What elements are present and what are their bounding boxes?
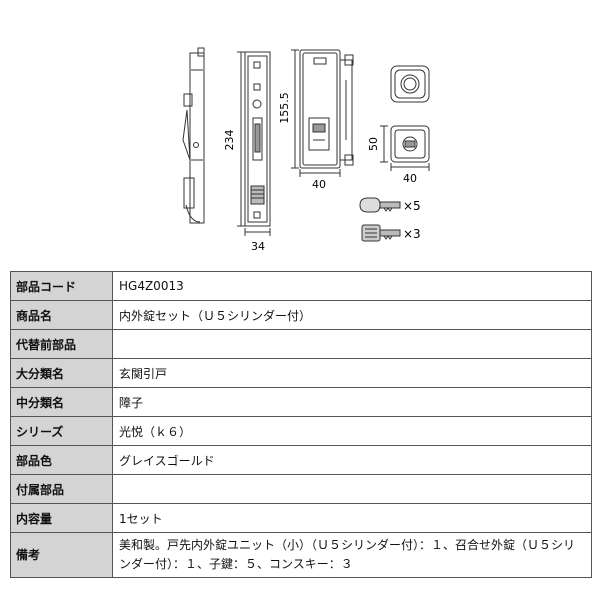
row-value-color: グレイスゴールド (112, 445, 592, 475)
table-row: 商品名 内外錠セット（Ｕ５シリンダー付） (10, 300, 592, 330)
row-label-replaced-part: 代替前部品 (10, 329, 113, 359)
child-key-icon (359, 197, 401, 213)
row-value-major-category: 玄関引戸 (112, 358, 592, 388)
table-row: 部品コード HG4Z0013 (10, 271, 592, 301)
row-label-accessories: 付属部品 (10, 474, 113, 504)
table-row: 大分類名 玄関引戸 (10, 358, 592, 388)
lock-front-plate (237, 51, 271, 236)
table-row: 内容量 1セット (10, 503, 592, 533)
row-value-product-name: 内外錠セット（Ｕ５シリンダー付） (112, 300, 592, 330)
row-label-color: 部品色 (10, 445, 113, 475)
row-value-replaced-part (112, 329, 592, 359)
row-value-remarks: 美和製。戸先内外錠ユニット（小）（Ｕ５シリンダー付）：１、召合せ外錠（Ｕ５シリン… (112, 532, 592, 578)
dim-40b-label: 40 (403, 172, 417, 185)
row-value-middle-category: 障子 (112, 387, 592, 417)
row-value-series: 光悦（ｋ６） (112, 416, 592, 446)
dim-155-label: 155.5 (278, 92, 291, 124)
row-value-accessories (112, 474, 592, 504)
dim-34-label: 34 (251, 240, 265, 253)
table-row: 部品色 グレイスゴールド (10, 445, 592, 475)
dim-234-label: 234 (223, 130, 236, 151)
cylinder-top (390, 65, 430, 103)
lock-side-profile (182, 47, 205, 224)
child-key-qty: ×5 (403, 199, 421, 213)
row-label-middle-category: 中分類名 (10, 387, 113, 417)
construction-key-icon (361, 224, 401, 242)
dim-40a-label: 40 (312, 178, 326, 191)
row-label-series: シリーズ (10, 416, 113, 446)
row-value-part-code: HG4Z0013 (112, 271, 592, 301)
dim-50-label: 50 (367, 137, 380, 151)
table-row: シリーズ 光悦（ｋ６） (10, 416, 592, 446)
row-label-product-name: 商品名 (10, 300, 113, 330)
outer-lock-body (291, 49, 354, 177)
row-label-part-code: 部品コード (10, 271, 113, 301)
table-row: 付属部品 (10, 474, 592, 504)
table-row: 備考 美和製。戸先内外錠ユニット（小）（Ｕ５シリンダー付）：１、召合せ外錠（Ｕ５… (10, 532, 592, 578)
row-label-major-category: 大分類名 (10, 358, 113, 388)
spec-table: 部品コード HG4Z0013 商品名 内外錠セット（Ｕ５シリンダー付） 代替前部… (10, 271, 592, 578)
row-label-quantity: 内容量 (10, 503, 113, 533)
table-row: 中分類名 障子 (10, 387, 592, 417)
row-label-remarks: 備考 (10, 532, 113, 578)
product-drawing: 234 34 155.5 40 (182, 47, 430, 253)
construction-key-qty: ×3 (403, 227, 421, 241)
row-value-quantity: 1セット (112, 503, 592, 533)
table-row: 代替前部品 (10, 329, 592, 359)
cylinder-front (380, 125, 430, 171)
